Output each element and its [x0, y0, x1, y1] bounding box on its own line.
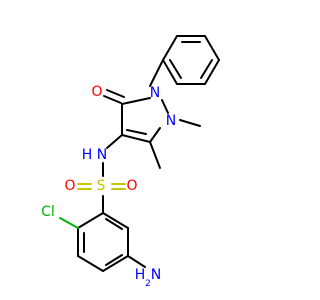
atom-s: S [97, 178, 106, 194]
atom-n1: N [150, 85, 160, 101]
bond-inner [105, 218, 123, 230]
bond [102, 255, 129, 272]
bond [162, 59, 178, 85]
bond [77, 255, 104, 272]
bond [161, 99, 169, 114]
bond [204, 35, 220, 61]
bond [102, 212, 129, 229]
atom-h-nh: H [82, 147, 93, 163]
bond-inner [169, 59, 182, 79]
bond-inner [126, 129, 147, 135]
bond [204, 59, 220, 85]
atom-o-left: O [64, 178, 75, 194]
chemical-structure: O N N H N O S O Cl H N 2 [41, 35, 220, 289]
atom-labels: O N N H N O S O Cl H N 2 [41, 84, 176, 289]
atom-o-carbonyl: O [91, 84, 102, 100]
sulfonamide [77, 134, 126, 214]
atom-nh2-subscript: 2 [145, 279, 151, 289]
bond [106, 89, 125, 98]
bond [121, 97, 151, 105]
bond-inner [105, 254, 123, 266]
atom-nh2-n: N [151, 267, 161, 283]
bond-inner [200, 59, 213, 79]
phenyl-ring [162, 35, 220, 85]
atom-o-right: O [126, 178, 137, 194]
atom-nh2-h: H [135, 267, 146, 283]
chloro-aniline-ring [59, 212, 146, 272]
methyl-bond [179, 119, 201, 127]
bond [121, 134, 151, 143]
atom-cl: Cl [41, 204, 55, 220]
bond [106, 134, 123, 149]
methyl-bond [149, 141, 161, 169]
bond [59, 217, 79, 229]
bond [149, 127, 161, 143]
bond [77, 212, 104, 229]
bond [149, 59, 164, 87]
atom-nh: N [97, 147, 107, 163]
pyrazolone-ring [103, 59, 201, 169]
bond [127, 255, 146, 268]
bond [103, 95, 122, 104]
atom-n2: N [166, 113, 176, 129]
bond [162, 35, 178, 61]
